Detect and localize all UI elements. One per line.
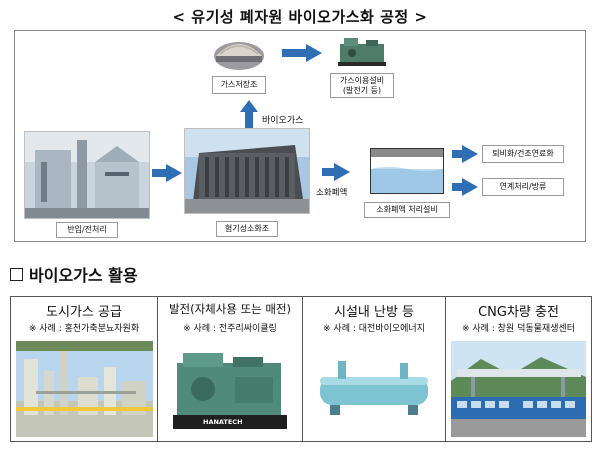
usage-title: 발전(자체사용 또는 매전)	[168, 302, 292, 316]
usage-example: ※ 사례 : 홍천가축분뇨자원화	[28, 324, 140, 334]
arrow-right-icon	[452, 145, 478, 163]
gas-use-facility-label: 가스이용설비 (발전기 등)	[330, 73, 394, 98]
usage-title: CNG차량 충전	[478, 305, 559, 320]
power-generator-photo: HANATECH	[163, 341, 298, 437]
usage-table: 도시가스 공급 ※ 사례 : 홍천가축분뇨자원화 발전(자체사용 또는 매전) …	[10, 296, 592, 442]
usage-column-cng: CNG차량 충전 ※ 사례 : 창원 덕동물재생센터	[446, 297, 591, 441]
generator-photo	[334, 34, 390, 70]
process-diagram	[14, 30, 586, 242]
digester-photo	[184, 128, 310, 214]
section-title: 바이오가스 활용	[29, 266, 138, 285]
usage-example: ※ 사례 : 창원 덕동물재생센터	[461, 324, 576, 334]
intake-label: 반입/전처리	[56, 222, 118, 238]
arrow-up-icon	[240, 100, 258, 130]
usage-example: ※ 사례 : 대전바이오에너지	[323, 324, 425, 334]
digestate-facility-label: 소화폐액 처리설비	[364, 202, 450, 218]
arrow-right-icon	[282, 44, 322, 62]
gas-use-line1: 가스이용설비	[339, 76, 385, 86]
digestate-label: 소화폐액	[316, 188, 348, 198]
cng-station-photo	[451, 341, 586, 437]
compost-label: 퇴비화/건조연료화	[482, 145, 564, 163]
gas-use-line2: (발전기 등)	[342, 85, 382, 95]
usage-title: 도시가스 공급	[46, 305, 122, 320]
page-title: < 유기성 폐자원 바이오가스화 공정 >	[172, 8, 428, 26]
usage-title: 시설내 난방 등	[333, 305, 415, 320]
digestate-tank-photo	[370, 148, 444, 194]
digester-label: 혐기성소화조	[216, 221, 278, 237]
square-bullet-icon	[10, 267, 23, 281]
arrow-right-icon	[322, 163, 350, 181]
section-header: 바이오가스 활용	[10, 262, 138, 286]
arrow-right-icon	[452, 178, 478, 196]
brand-text: HANATECH	[203, 418, 243, 426]
city-gas-photo	[16, 341, 153, 437]
biogas-label: 바이오가스	[262, 116, 304, 126]
usage-column-city-gas: 도시가스 공급 ※ 사례 : 홍천가축분뇨자원화	[11, 297, 158, 441]
gas-storage-photo	[212, 34, 266, 72]
usage-example: ※ 사례 : 전주리싸이클링	[183, 324, 277, 334]
heating-boiler-photo	[308, 341, 441, 437]
usage-column-power: 발전(자체사용 또는 매전) ※ 사례 : 전주리싸이클링 HANATECH	[158, 297, 303, 441]
usage-column-heating: 시설내 난방 등 ※ 사례 : 대전바이오에너지	[303, 297, 446, 441]
intake-photo	[24, 131, 150, 219]
arrow-right-icon	[152, 164, 182, 182]
gas-storage-label: 가스저장조	[212, 76, 266, 94]
linked-treatment-label: 연계처리/방류	[482, 178, 564, 196]
